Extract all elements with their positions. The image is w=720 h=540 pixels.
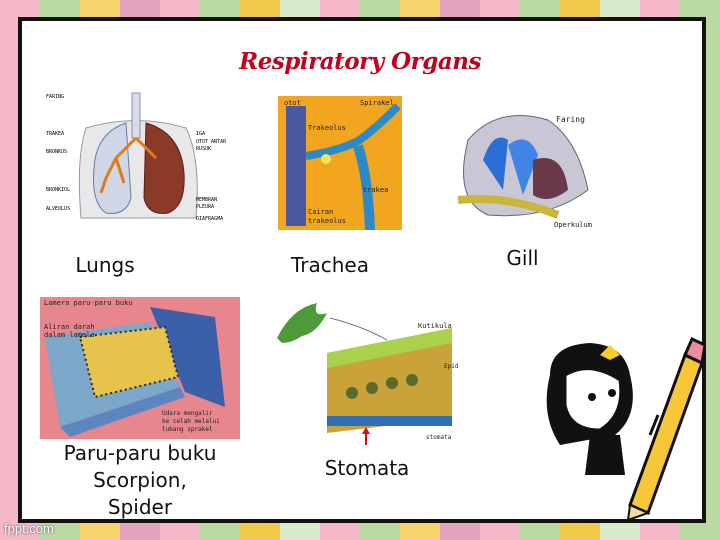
svg-text:Trakeolus: Trakeolus bbox=[308, 124, 346, 132]
svg-text:RUSUK: RUSUK bbox=[196, 146, 211, 152]
gill-label: Gill bbox=[506, 246, 539, 270]
svg-text:ALVEOLUS: ALVEOLUS bbox=[46, 206, 70, 212]
svg-text:Aliran darah: Aliran darah bbox=[44, 323, 95, 331]
slide-title: Respiratory Organs bbox=[239, 48, 481, 75]
trachea-image: otot Spirakel Trakeolus trakea Cairan tr… bbox=[278, 96, 402, 230]
stomata-label: Stomata bbox=[324, 456, 410, 480]
svg-text:Lamera paru-paru buku: Lamera paru-paru buku bbox=[44, 299, 133, 307]
svg-text:lubang sprakel: lubang sprakel bbox=[162, 426, 213, 433]
svg-text:Operkulum: Operkulum bbox=[554, 221, 592, 229]
book-lung-label-line-2: Scorpion, bbox=[93, 468, 187, 492]
svg-text:Spirakel: Spirakel bbox=[360, 99, 394, 107]
svg-text:otot: otot bbox=[284, 99, 301, 107]
book-lung-image: Lamera paru-paru buku Aliran darah dalam… bbox=[40, 297, 240, 439]
book-lung-label: Paru-paru buku Scorpion, Spider bbox=[50, 440, 230, 521]
svg-text:BRONKIOL: BRONKIOL bbox=[46, 187, 70, 193]
svg-text:FARING: FARING bbox=[46, 94, 64, 100]
svg-text:Cairan: Cairan bbox=[308, 208, 333, 216]
svg-text:Faring: Faring bbox=[556, 115, 585, 124]
svg-text:dalam lamela: dalam lamela bbox=[44, 331, 95, 339]
book-lung-label-line-3: Spider bbox=[107, 495, 173, 519]
svg-text:PLEURA: PLEURA bbox=[196, 204, 214, 210]
svg-text:trakea: trakea bbox=[363, 186, 388, 194]
svg-text:OTOT ANTAR: OTOT ANTAR bbox=[196, 139, 226, 145]
svg-text:Udara mengalir: Udara mengalir bbox=[162, 410, 213, 417]
svg-text:IGA: IGA bbox=[196, 131, 205, 137]
svg-text:DIAFRAGMA: DIAFRAGMA bbox=[196, 216, 223, 222]
footer-watermark: fppt.com bbox=[4, 521, 54, 536]
book-lung-label-line-1: Paru-paru buku bbox=[63, 441, 217, 465]
stomata-image: Kutikula Epid stomata bbox=[272, 298, 462, 442]
gill-image: Faring Operkulum bbox=[448, 100, 594, 230]
svg-text:trakeolus: trakeolus bbox=[308, 217, 346, 225]
svg-text:BRONKUS: BRONKUS bbox=[46, 149, 67, 155]
lungs-image: FARING TRAKEA BRONKUS BRONKIOL ALVEOLUS … bbox=[46, 88, 226, 228]
svg-text:ke celah melalui: ke celah melalui bbox=[162, 418, 220, 425]
svg-text:MEMBRAN: MEMBRAN bbox=[196, 197, 217, 203]
svg-text:stomata: stomata bbox=[426, 434, 452, 441]
svg-text:TRAKEA: TRAKEA bbox=[46, 131, 64, 137]
girl-pencil-illustration bbox=[530, 335, 705, 520]
svg-text:Epid: Epid bbox=[444, 363, 459, 370]
trachea-label: Trachea bbox=[291, 253, 369, 277]
stomata-arrow-icon bbox=[361, 426, 371, 446]
svg-text:Kutikula: Kutikula bbox=[418, 322, 452, 330]
lungs-label: Lungs bbox=[75, 253, 135, 277]
